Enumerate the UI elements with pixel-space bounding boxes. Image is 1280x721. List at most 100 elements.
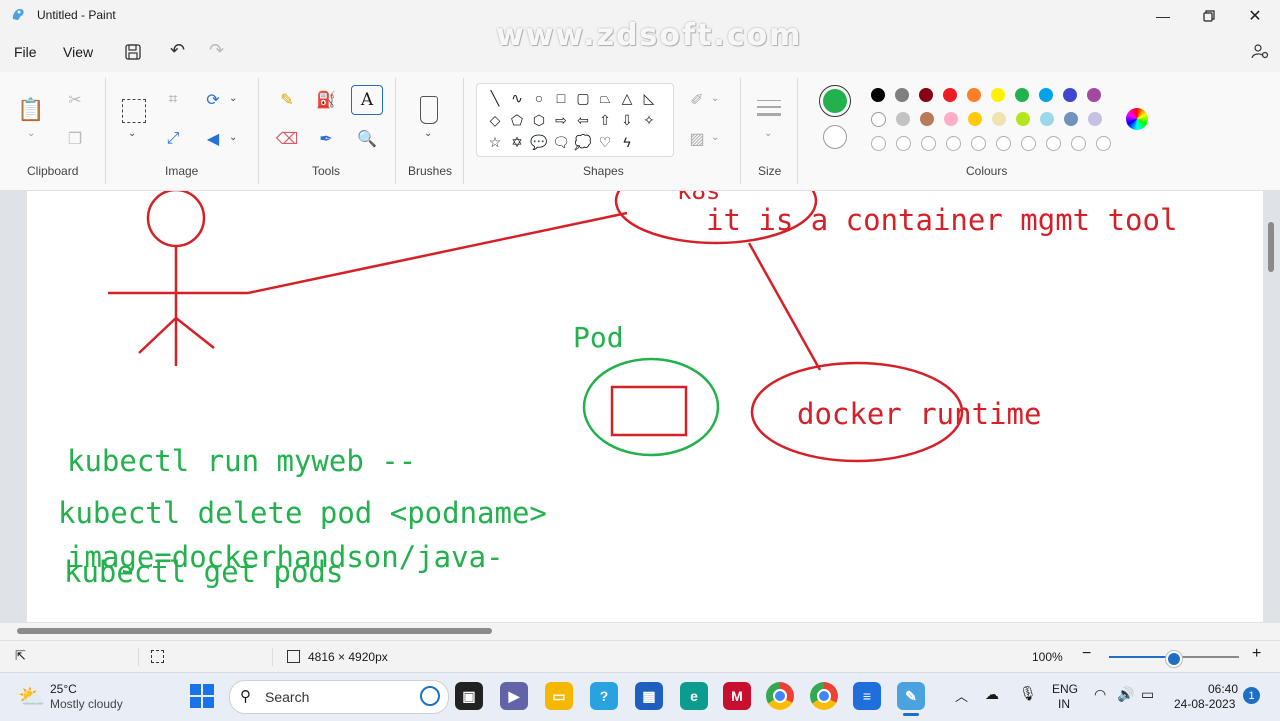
color-swatch[interactable]	[920, 112, 934, 126]
primary-color-button[interactable]	[819, 85, 851, 117]
color-swatch[interactable]	[871, 136, 886, 151]
shape-option[interactable]: ♡	[598, 133, 612, 150]
text-tool-button[interactable]: A	[351, 85, 383, 115]
color-swatch[interactable]	[896, 112, 910, 126]
shape-option[interactable]: ⬠	[510, 111, 524, 128]
shape-option[interactable]: ∿	[511, 89, 523, 106]
color-swatch[interactable]	[968, 112, 982, 126]
resize-icon[interactable]: ⤢	[166, 130, 180, 147]
zoom-out-button[interactable]: −	[1082, 645, 1092, 662]
shape-option[interactable]: ⬡	[532, 111, 546, 128]
color-swatch[interactable]	[871, 88, 885, 102]
color-swatch[interactable]	[971, 136, 986, 151]
shape-option[interactable]: ○	[534, 90, 544, 106]
secondary-color-button[interactable]	[823, 125, 847, 149]
rotate-dropdown-icon[interactable]: ⌄	[229, 93, 238, 104]
eraser-icon[interactable]: ⌫	[275, 131, 299, 148]
maximize-button[interactable]	[1186, 0, 1232, 32]
paint-taskbar-icon[interactable]: ✎	[897, 682, 925, 710]
shape-option[interactable]: ✡	[511, 133, 523, 150]
undo-icon[interactable]: ↶	[170, 40, 186, 60]
chrome-profile-icon[interactable]	[810, 682, 838, 710]
rotate-icon[interactable]: ⟳	[206, 92, 220, 109]
color-picker-icon[interactable]: ✒	[319, 131, 333, 148]
weather-icon[interactable]: ⛅	[18, 684, 46, 709]
outline-icon[interactable]: ✐	[690, 92, 704, 109]
color-swatch[interactable]	[1021, 136, 1036, 151]
color-swatch[interactable]	[991, 88, 1005, 102]
volume-icon[interactable]: 🔊	[1117, 686, 1135, 702]
clock-date[interactable]: 24-08-2023	[1174, 697, 1236, 711]
paste-dropdown-icon[interactable]: ⌄	[27, 128, 36, 139]
color-swatch[interactable]	[1063, 88, 1077, 102]
edit-colors-icon[interactable]	[1126, 108, 1148, 130]
save-icon[interactable]	[124, 43, 142, 61]
color-swatch[interactable]	[919, 88, 933, 102]
color-swatch[interactable]	[1071, 136, 1086, 151]
zoom-in-button[interactable]: +	[1252, 645, 1262, 662]
fill-icon[interactable]: ⛽	[316, 92, 336, 109]
shape-option[interactable]: 💭	[574, 133, 592, 150]
color-swatch[interactable]	[1096, 136, 1111, 151]
pencil-icon[interactable]: ✎	[280, 92, 294, 109]
notepad-icon[interactable]: ≡	[853, 682, 881, 710]
horizontal-scroll-thumb[interactable]	[17, 628, 492, 634]
zoom-slider-thumb[interactable]	[1166, 651, 1182, 667]
size-dropdown-icon[interactable]: ⌄	[764, 128, 773, 139]
color-swatch[interactable]	[1015, 88, 1029, 102]
wifi-icon[interactable]: ◠	[1094, 686, 1107, 702]
shape-option[interactable]: ╲	[490, 89, 500, 106]
crop-icon[interactable]: ⌗	[168, 91, 178, 108]
paste-icon[interactable]: 📋	[17, 97, 45, 122]
microphone-icon[interactable]: 🎙	[1019, 685, 1037, 701]
account-settings-icon[interactable]	[1251, 42, 1269, 60]
shape-option[interactable]: ⇩	[621, 111, 633, 128]
color-swatch[interactable]	[992, 112, 1006, 126]
mcafee-icon[interactable]: M	[723, 682, 751, 710]
color-swatch[interactable]	[895, 88, 909, 102]
shape-option[interactable]: 🗨	[552, 133, 570, 150]
chrome-icon[interactable]	[766, 682, 794, 710]
clock-time[interactable]: 06:40	[1208, 682, 1239, 696]
select-icon[interactable]	[122, 99, 146, 123]
color-swatch[interactable]	[946, 136, 961, 151]
shape-option[interactable]: ⇦	[577, 111, 589, 128]
outline-dropdown-icon[interactable]: ⌄	[711, 93, 720, 104]
flip-dropdown-icon[interactable]: ⌄	[229, 132, 238, 143]
color-swatch[interactable]	[1088, 112, 1102, 126]
shape-option[interactable]: ⏢	[599, 89, 611, 106]
shape-fill-dropdown-icon[interactable]: ⌄	[711, 132, 720, 143]
shape-option[interactable]: ◺	[643, 89, 655, 106]
menu-file[interactable]: File	[14, 44, 37, 60]
shape-option[interactable]: △	[621, 89, 633, 106]
menu-view[interactable]: View	[63, 44, 94, 60]
redo-icon[interactable]: ↷	[209, 40, 225, 60]
teams-icon[interactable]: ▶	[500, 682, 528, 710]
shape-option[interactable]: ◇	[489, 111, 501, 128]
color-swatch[interactable]	[921, 136, 936, 151]
show-hidden-icons[interactable]: ︿	[955, 689, 969, 704]
color-swatch[interactable]	[943, 88, 957, 102]
store-icon[interactable]: ▦	[635, 682, 663, 710]
color-swatch[interactable]	[1016, 112, 1030, 126]
shape-option[interactable]: ✧	[643, 111, 655, 128]
vertical-scroll-thumb[interactable]	[1268, 222, 1274, 272]
shape-fill-icon[interactable]: ▨	[689, 131, 705, 148]
shape-option[interactable]: 💬	[530, 133, 548, 150]
color-swatch[interactable]	[996, 136, 1011, 151]
shape-option[interactable]: ▢	[576, 89, 590, 106]
battery-icon[interactable]: ▭	[1141, 686, 1155, 702]
color-swatch[interactable]	[1064, 112, 1078, 126]
color-swatch[interactable]	[1046, 136, 1061, 151]
shape-option[interactable]: □	[556, 90, 566, 106]
start-icon[interactable]	[190, 684, 214, 708]
edge-icon[interactable]: e	[680, 682, 708, 710]
file-explorer-icon[interactable]: ▭	[545, 682, 573, 710]
shape-option[interactable]: ⇨	[555, 111, 567, 128]
flip-icon[interactable]: ◀	[206, 131, 220, 148]
color-swatch[interactable]	[944, 112, 958, 126]
magnifier-icon[interactable]: 🔍	[357, 131, 377, 148]
shape-option[interactable]: ☆	[488, 133, 502, 150]
taskbar-search[interactable]: ⚲ Search	[229, 680, 449, 714]
color-swatch[interactable]	[1040, 112, 1054, 126]
